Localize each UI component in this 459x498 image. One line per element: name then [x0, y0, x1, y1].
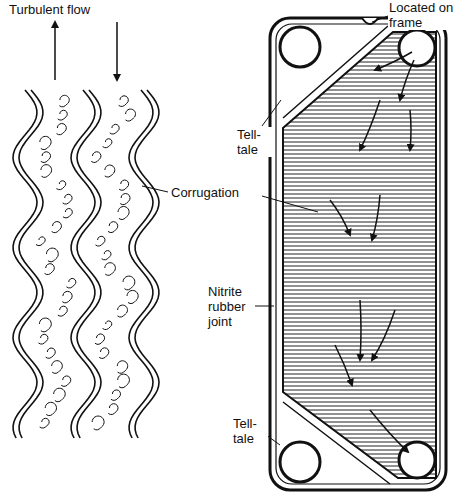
swirl — [126, 109, 136, 121]
swirl — [36, 237, 45, 246]
swirl — [95, 334, 105, 344]
swirl — [123, 276, 135, 290]
hatched-flow-area — [283, 32, 436, 478]
swirl — [62, 291, 72, 302]
swirl — [45, 402, 56, 415]
swirl — [38, 334, 47, 344]
flow-arrow-up — [54, 22, 56, 80]
swirl — [56, 181, 65, 190]
plate-flow-arrows — [330, 52, 414, 452]
port — [280, 27, 320, 67]
swirl — [91, 152, 101, 163]
swirl — [103, 321, 112, 330]
swirl — [102, 251, 111, 260]
swirl — [40, 136, 51, 149]
part-label: Tell-tale — [232, 416, 268, 446]
swirl — [108, 404, 118, 415]
swirl — [58, 306, 68, 316]
plate-inner-outline — [276, 24, 440, 484]
part-label: Corrugation — [170, 185, 262, 200]
swirl — [40, 418, 49, 428]
turbulence-swirls — [36, 95, 138, 430]
swirl — [45, 264, 55, 275]
swirl — [103, 139, 112, 148]
swirl — [117, 361, 127, 374]
corrugated-plate — [135, 90, 159, 438]
swirl — [118, 206, 129, 219]
swirl — [41, 152, 51, 163]
swirl — [92, 416, 104, 430]
swirl — [119, 96, 129, 107]
swirl — [52, 222, 62, 233]
swirl — [52, 361, 63, 374]
swirl — [96, 236, 105, 246]
leader-lines — [142, 16, 388, 445]
swirl — [57, 123, 67, 134]
swirl — [63, 194, 72, 204]
swirl — [108, 222, 118, 233]
swirl — [119, 180, 129, 190]
swirl — [54, 388, 66, 402]
plate-outline — [270, 18, 446, 490]
corrugated-plates — [13, 90, 159, 438]
port — [399, 442, 435, 478]
flow-arrow-down — [116, 22, 118, 80]
swirl — [105, 165, 115, 177]
swirl — [105, 263, 116, 276]
swirl — [63, 209, 72, 218]
corrugated-plate — [77, 90, 101, 438]
swirl — [110, 124, 119, 134]
part-label: Nitrite rubber joint — [207, 284, 255, 329]
swirl — [39, 318, 51, 332]
swirl — [118, 305, 128, 317]
part-label: Tell-tale — [236, 127, 272, 157]
swirl — [99, 348, 109, 359]
swirl — [46, 248, 58, 262]
part-label: Located on frame — [388, 0, 456, 30]
swirl — [66, 278, 75, 288]
swirl — [59, 95, 69, 107]
port — [280, 442, 320, 482]
swirl — [46, 348, 56, 358]
swirl — [127, 290, 138, 303]
swirl — [41, 165, 52, 178]
swirl — [58, 110, 67, 120]
flow-label: Turbulent flow — [8, 2, 130, 17]
swirl — [118, 374, 130, 388]
port — [399, 30, 435, 66]
swirl — [111, 390, 121, 400]
swirl — [61, 376, 71, 386]
corrugated-plate — [19, 90, 43, 438]
swirl — [120, 194, 130, 205]
